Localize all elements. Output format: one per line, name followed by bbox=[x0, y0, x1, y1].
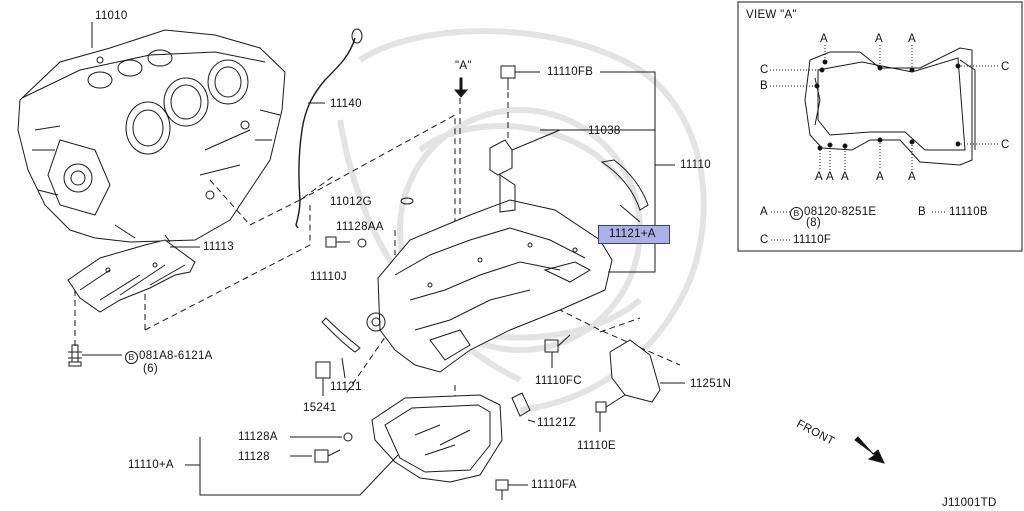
bolt-11110FC bbox=[544, 334, 571, 368]
part-11121Z bbox=[511, 392, 531, 417]
view-a-legend-a-key: A bbox=[760, 206, 768, 218]
highlight-11121A[interactable]: 11121+A bbox=[598, 225, 670, 244]
label-11038: 11038 bbox=[588, 125, 621, 137]
part-11038 bbox=[489, 129, 561, 176]
leader-11128 bbox=[290, 436, 342, 457]
label-11110FC: 11110FC bbox=[535, 375, 582, 387]
view-a-bolt-points bbox=[814, 59, 961, 151]
view-a-marker-a4: A bbox=[815, 171, 823, 183]
label-11121A: 11121+A bbox=[609, 228, 656, 240]
bolt-symbol: B bbox=[790, 207, 803, 220]
label-11010: 11010 bbox=[95, 10, 128, 22]
view-a-legend-c-key: C bbox=[760, 234, 769, 246]
label-11110A: 11110+A bbox=[128, 459, 174, 471]
part-15241 bbox=[315, 361, 331, 379]
diagram-id: J11001TD bbox=[942, 497, 997, 509]
label-11128AA: 11128AA bbox=[336, 221, 384, 233]
gasket-11121A bbox=[600, 159, 649, 211]
view-a-legend-b-part: 11110B bbox=[949, 206, 988, 218]
gasket-11121 bbox=[321, 317, 361, 353]
upper-oil-pan-11110 bbox=[366, 174, 613, 373]
label-11110J: 11110J bbox=[310, 271, 347, 283]
view-a-marker-b: B bbox=[760, 80, 768, 92]
plug-11128 bbox=[314, 449, 341, 463]
label-11128: 11128 bbox=[238, 451, 270, 463]
bolt-11110FB bbox=[500, 65, 540, 90]
view-a-marker-label: "A" bbox=[455, 60, 472, 72]
leader-bracket-11110A bbox=[185, 437, 399, 496]
bolt-11110E bbox=[595, 394, 626, 432]
view-a-marker-c2: C bbox=[1001, 61, 1010, 73]
view-a-marker-a7: A bbox=[876, 171, 884, 183]
view-a-marker-a2: A bbox=[875, 33, 883, 45]
view-a-marker-a1: A bbox=[820, 33, 828, 45]
view-a-marker-lines bbox=[770, 45, 998, 241]
label-11251N: 11251N bbox=[690, 378, 732, 390]
view-a-marker-a5: A bbox=[826, 171, 834, 183]
washer-11128A bbox=[343, 432, 353, 442]
cover-11251N bbox=[609, 339, 661, 403]
view-a-legend-b-key: B bbox=[918, 206, 926, 218]
label-11110E: 11110E bbox=[577, 440, 616, 452]
label-11140: 11140 bbox=[330, 98, 362, 110]
engine-block-11010 bbox=[17, 29, 286, 243]
label-11113: 11113 bbox=[203, 241, 234, 253]
front-arrow bbox=[854, 436, 885, 464]
view-a-marker-a8: A bbox=[908, 171, 916, 183]
label-11110FB: 11110FB bbox=[547, 66, 594, 78]
view-a-frame bbox=[737, 1, 1023, 252]
bolt-11110J bbox=[325, 236, 350, 248]
baffle-plate-11113 bbox=[67, 239, 196, 313]
label-11110FA: 11110FA bbox=[531, 479, 577, 491]
view-a-legend-c-part: 11110F bbox=[793, 234, 832, 246]
bolt-11110FA bbox=[495, 479, 528, 500]
label-11110: 11110 bbox=[680, 159, 711, 171]
label-11012G: 11012G bbox=[330, 196, 372, 208]
washer-11128AA bbox=[357, 238, 367, 248]
bolt-symbol: B bbox=[125, 351, 138, 364]
view-a-legend-a-qty: (8) bbox=[806, 217, 821, 229]
label-081A8-qty: (6) bbox=[143, 363, 158, 375]
dipstick-11140 bbox=[295, 37, 356, 229]
view-a-pan-outline bbox=[804, 47, 976, 166]
label-15241: 15241 bbox=[303, 402, 337, 414]
view-a-marker-a6: A bbox=[841, 171, 849, 183]
view-a-title: VIEW "A" bbox=[746, 9, 797, 21]
lower-oil-pan bbox=[371, 394, 503, 483]
view-a-arrow bbox=[453, 77, 469, 98]
label-11121Z: 11121Z bbox=[537, 417, 577, 429]
leader-11121A bbox=[619, 204, 641, 223]
leader-bracket-11110 bbox=[540, 71, 656, 273]
bolt-081A8-6121A bbox=[68, 344, 122, 367]
label-11121: 11121 bbox=[330, 381, 362, 393]
view-a-marker-c3: C bbox=[1001, 139, 1010, 151]
label-11128A: 11128A bbox=[238, 431, 278, 443]
view-a-marker-c1: C bbox=[760, 64, 769, 76]
view-a-marker-a3: A bbox=[908, 33, 916, 45]
plug-11012G bbox=[400, 197, 414, 205]
